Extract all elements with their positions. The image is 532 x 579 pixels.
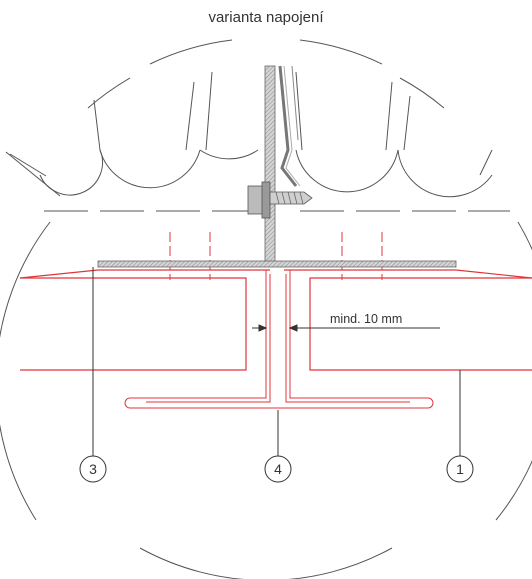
- callout-3: 3: [79, 455, 107, 483]
- dimension-marker: [252, 324, 440, 332]
- right-panel: [284, 269, 532, 371]
- callout-4-label: 4: [274, 461, 282, 477]
- detail-circle: [0, 39, 532, 579]
- connector-channel: [124, 270, 434, 409]
- vertical-profile: [264, 65, 301, 265]
- callout-3-label: 3: [89, 461, 97, 477]
- left-panel: [19, 269, 270, 371]
- leader-lines: [92, 267, 461, 456]
- screw-icon: [247, 181, 313, 219]
- roof-tiles: [39, 71, 493, 198]
- callout-4: 4: [264, 455, 292, 483]
- dimension-label: mind. 10 mm: [330, 312, 402, 326]
- callout-1-label: 1: [456, 461, 464, 477]
- diagram-title: varianta napojení: [208, 9, 324, 26]
- horizontal-plate: [97, 260, 457, 268]
- panel-guide-lines: [169, 232, 383, 280]
- callout-1: 1: [446, 455, 474, 483]
